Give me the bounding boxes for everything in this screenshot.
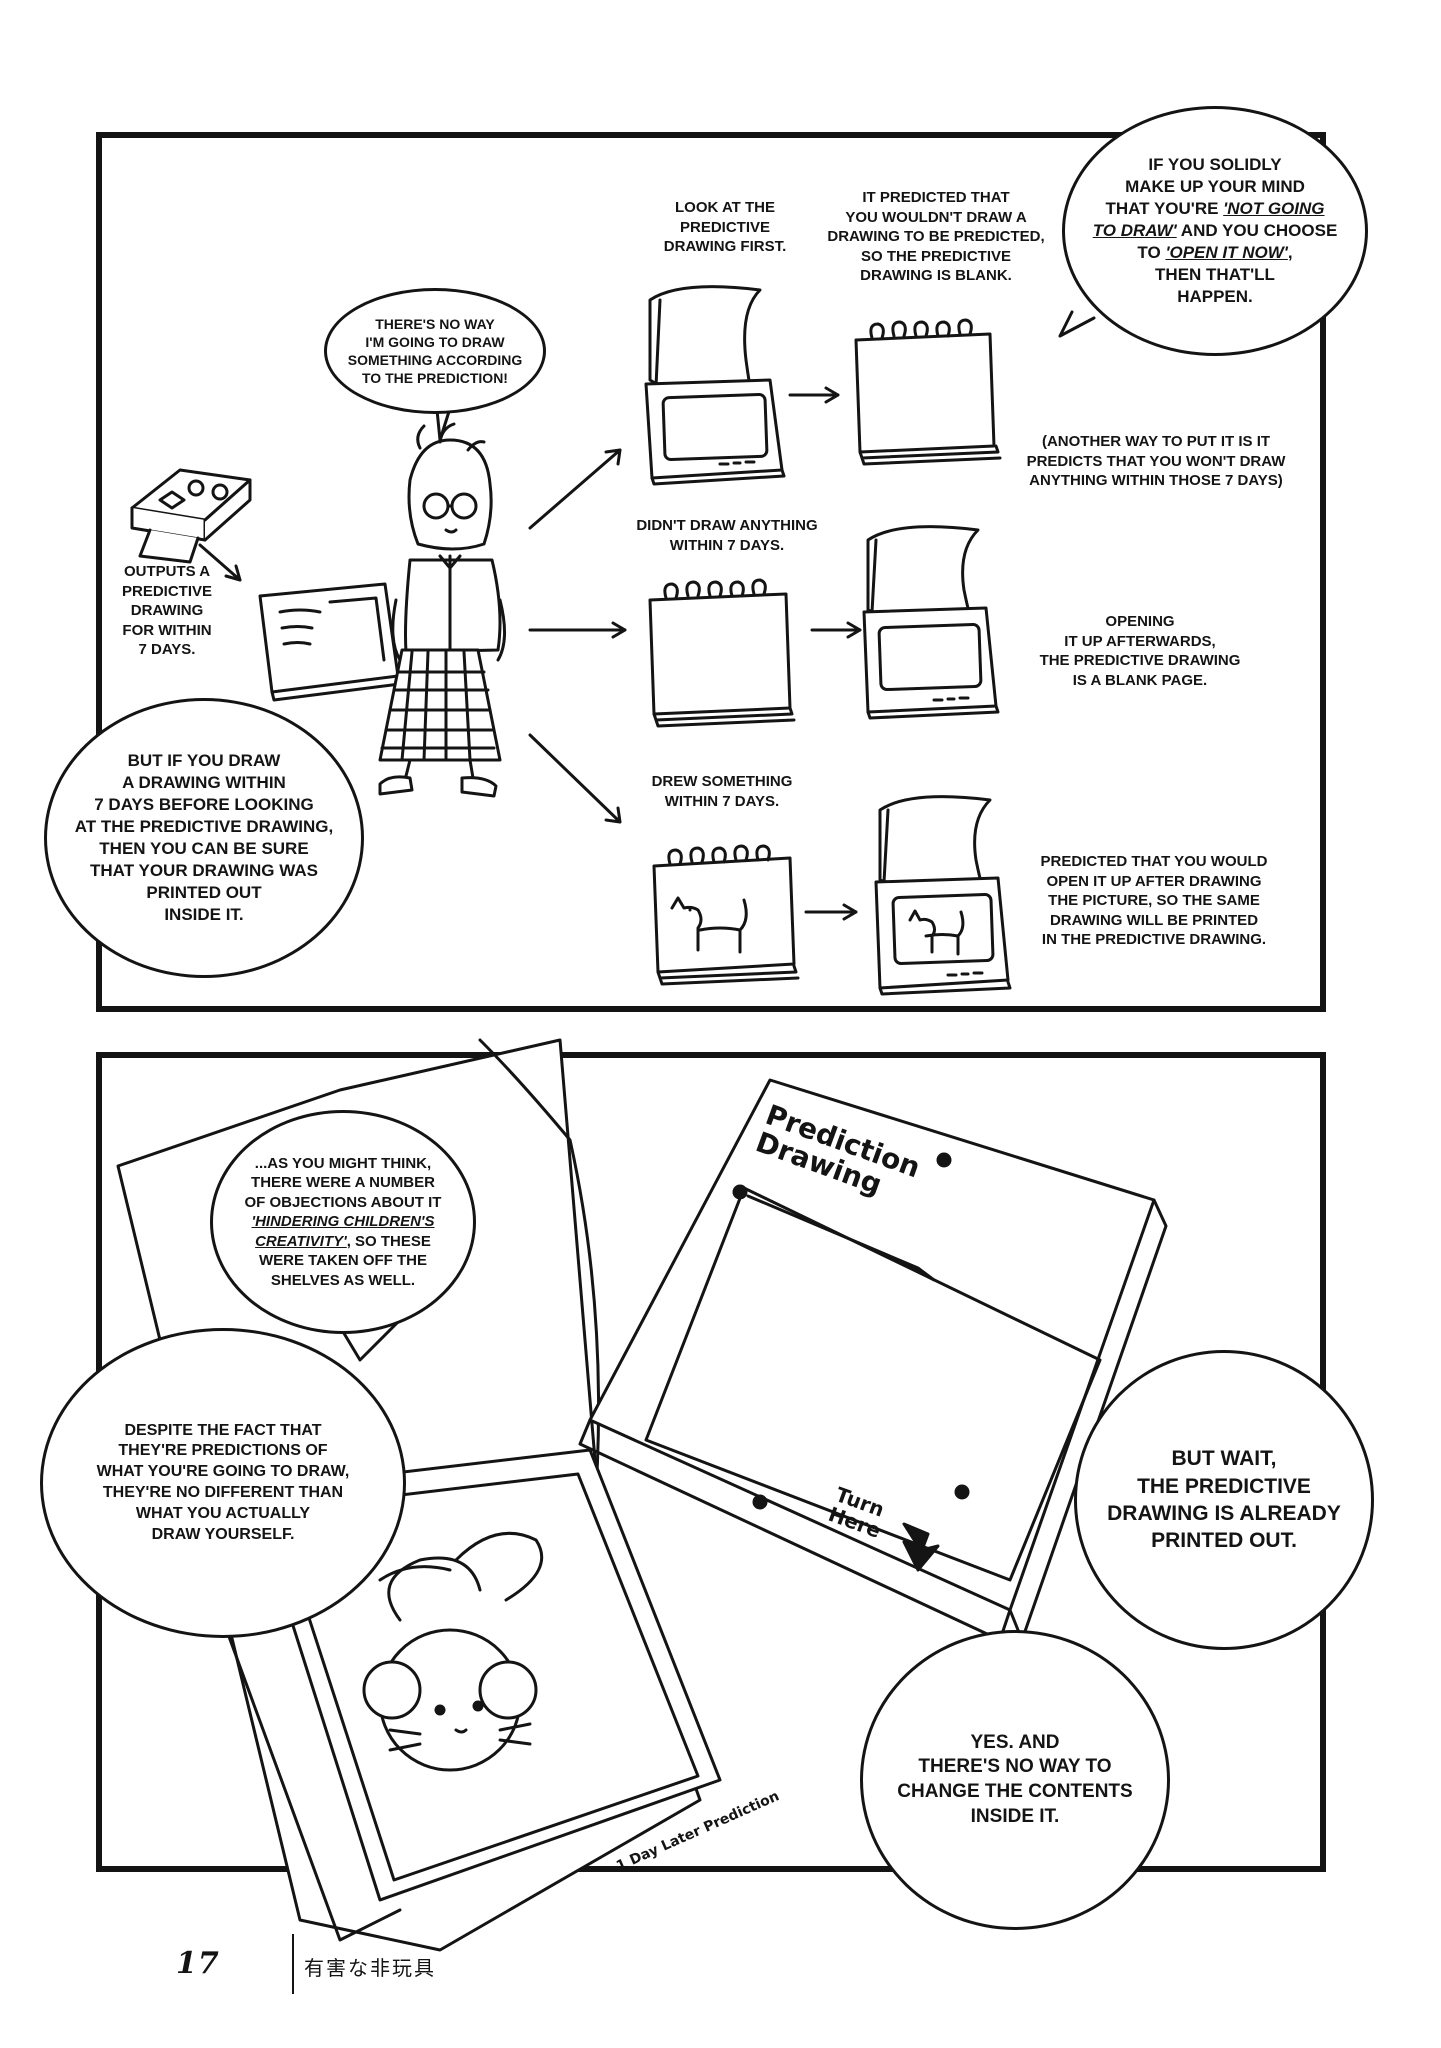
caption-opening-after: OPENING IT UP AFTERWARDS, THE PREDICTIVE…: [1039, 613, 1241, 689]
open-pad-2: [862, 525, 1000, 720]
bubble-no-way: THERE'S NO WAY I'M GOING TO DRAW SOMETHI…: [324, 288, 546, 414]
bubble-despite: DESPITE THE FACT THAT THEY'RE PREDICTION…: [40, 1328, 406, 1638]
bubble-but-if: BUT IF YOU DRAW A DRAWING WITHIN 7 DAYS …: [44, 698, 364, 978]
arrow-printer-to-pad: [198, 543, 242, 582]
footer-divider: [292, 1934, 294, 1994]
bubble-but-wait: BUT WAIT, THE PREDICTIVE DRAWING IS ALRE…: [1074, 1350, 1374, 1650]
footer-title: 有害な非玩具: [304, 1956, 436, 1980]
bubble-yes-and: YES. AND THERE'S NO WAY TO CHANGE THE CO…: [860, 1630, 1170, 1930]
printer-device-icon: [130, 468, 252, 564]
cat-drawing-icon: [670, 896, 748, 954]
open-pad-with-cat: [874, 795, 1012, 996]
closed-pad-with-cat: [652, 844, 800, 986]
rabbit-drawing-icon: [362, 1531, 544, 1772]
caption-look-first: LOOK AT THE PREDICTIVE DRAWING FIRST.: [663, 199, 787, 255]
caption-another-way: (ANOTHER WAY TO PUT IT IS IT PREDICTS TH…: [1026, 433, 1286, 489]
caption-drew-something: DREW SOMETHING WITHIN 7 DAYS.: [651, 773, 793, 810]
bubble-solidly: IF YOU SOLIDLY MAKE UP YOUR MIND THAT YO…: [1062, 106, 1368, 356]
bubble-solidly-text: IF YOU SOLIDLY MAKE UP YOUR MIND THAT YO…: [1092, 154, 1338, 307]
caption-outputs: OUTPUTS A PREDICTIVE DRAWING FOR WITHIN …: [121, 563, 212, 658]
closed-pad-blank-2: [648, 578, 796, 728]
open-pad-1: [644, 285, 786, 486]
top-panel-artwork: [130, 285, 1096, 996]
closed-pad-blank-1: [854, 318, 1002, 466]
page-number: 17: [176, 1946, 220, 1981]
bubble-objections-text: ...AS YOU MIGHT THINK, THERE WERE A NUMB…: [244, 1154, 442, 1289]
caption-didnt-draw: DIDN'T DRAW ANYTHING WITHIN 7 DAYS.: [636, 517, 818, 554]
bubble-objections: ...AS YOU MIGHT THINK, THERE WERE A NUMB…: [210, 1110, 476, 1334]
caption-predicted-blank: IT PREDICTED THAT YOU WOULDN'T DRAW A DR…: [827, 189, 1045, 284]
girl-character-drawing: [378, 422, 506, 798]
caption-predicted-same: PREDICTED THAT YOU WOULD OPEN IT UP AFTE…: [1040, 853, 1268, 948]
